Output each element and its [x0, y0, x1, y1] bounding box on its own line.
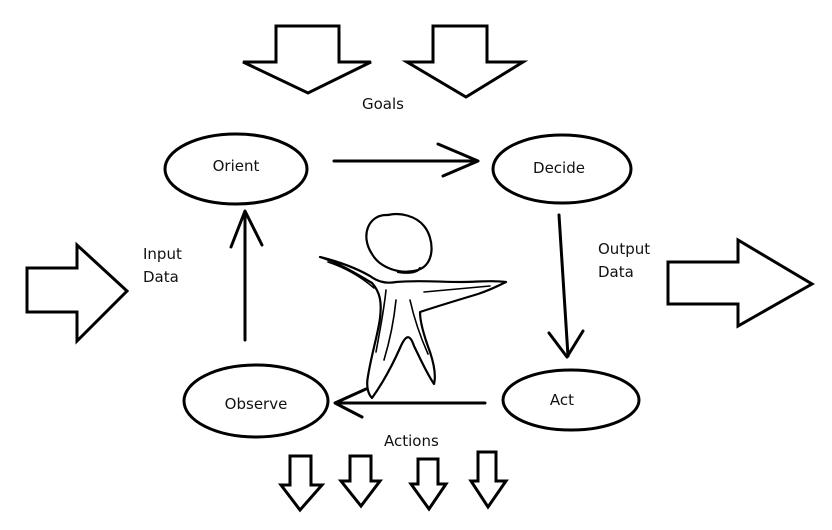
arrow-act-to-observe	[333, 387, 487, 419]
action-arrow-3	[408, 457, 449, 512]
person-figure	[318, 212, 508, 400]
goal-arrow-left	[242, 24, 372, 95]
action-arrow-4	[468, 450, 509, 510]
arrow-observe-to-orient	[229, 209, 264, 342]
output-arrow	[666, 237, 815, 329]
decide-label: Decide	[533, 159, 585, 177]
input-label-line1: Input	[143, 245, 182, 263]
act-label: Act	[550, 391, 574, 409]
decide-node: Decide	[491, 133, 633, 205]
output-label-line1: Output	[598, 240, 650, 258]
arrow-decide-to-act	[547, 213, 585, 359]
orient-label: Orient	[213, 157, 260, 175]
goals-label: Goals	[362, 95, 404, 113]
goals-arrows	[242, 24, 529, 99]
input-label-line2: Data	[143, 268, 179, 286]
goal-arrow-right	[401, 24, 529, 99]
orient-node: Orient	[163, 132, 309, 206]
arrow-orient-to-decide	[332, 142, 480, 178]
act-node: Act	[501, 368, 641, 432]
output-label-line2: Data	[598, 263, 634, 281]
actions-arrows	[277, 450, 509, 513]
action-arrow-2	[337, 454, 384, 509]
observe-label: Observe	[225, 395, 288, 413]
observe-node: Observe	[182, 363, 330, 439]
action-arrow-1	[277, 454, 326, 513]
actions-label: Actions	[384, 432, 439, 450]
input-arrow	[25, 241, 130, 345]
